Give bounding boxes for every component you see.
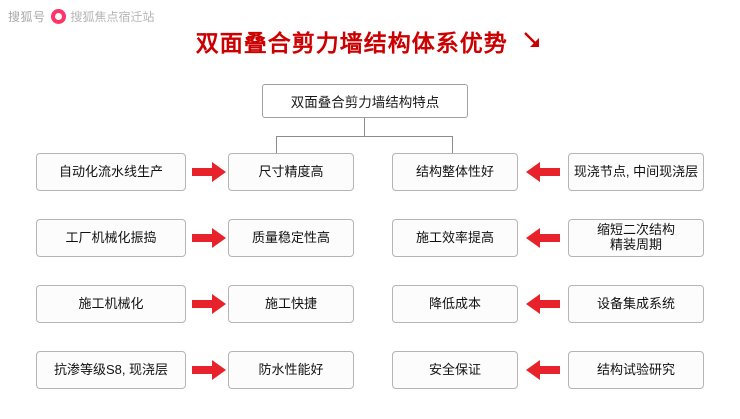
connector-drop-left [276, 136, 277, 153]
node-right-inner-2: 施工效率提高 [392, 219, 518, 257]
connector-horizontal [276, 136, 453, 137]
node-right-outer-1: 现浇节点, 中间现浇层 [568, 153, 704, 191]
connector-stem [364, 118, 365, 136]
node-right-outer-2: 缩短二次结构 精装周期 [568, 219, 704, 257]
page-title-text: 双面叠合剪力墙结构体系优势 [195, 30, 508, 56]
arrow-right-2 [192, 228, 226, 248]
node-left-outer-2: 工厂机械化振捣 [36, 219, 186, 257]
node-left-inner-1: 尺寸精度高 [228, 153, 354, 191]
node-left-inner-3: 施工快捷 [228, 285, 354, 323]
arrow-left-4 [526, 360, 560, 380]
arrow-right-3 [192, 294, 226, 314]
arrow-left-1 [526, 162, 560, 182]
node-right-inner-1: 结构整体性好 [392, 153, 518, 191]
node-left-inner-4: 防水性能好 [228, 351, 354, 389]
node-right-outer-3: 设备集成系统 [568, 285, 704, 323]
watermark-account: 搜狐焦点宿迁站 [70, 10, 155, 24]
watermark-prefix: 搜狐号 [8, 10, 46, 24]
node-left-outer-4: 抗渗等级S8, 现浇层 [36, 351, 186, 389]
node-left-inner-2: 质量稳定性高 [228, 219, 354, 257]
arrow-left-3 [526, 294, 560, 314]
node-left-outer-3: 施工机械化 [36, 285, 186, 323]
arrow-right-1 [192, 162, 226, 182]
node-right-inner-3: 降低成本 [392, 285, 518, 323]
down-right-arrow-icon [522, 30, 544, 57]
page-title: 双面叠合剪力墙结构体系优势 [0, 24, 740, 58]
sohu-logo-icon [50, 9, 66, 24]
node-right-inner-4: 安全保证 [392, 351, 518, 389]
root-node: 双面叠合剪力墙结构特点 [262, 84, 468, 118]
node-right-outer-2-line2: 精装周期 [609, 237, 662, 252]
watermark-bar: 搜狐号 搜狐焦点宿迁站 [8, 8, 155, 25]
node-right-outer-2-line1: 缩短二次结构 [596, 222, 675, 238]
connector-drop-right [452, 136, 453, 153]
arrow-left-2 [526, 228, 560, 248]
arrow-right-4 [192, 360, 226, 380]
node-right-outer-4: 结构试验研究 [568, 351, 704, 389]
node-left-outer-1: 自动化流水线生产 [36, 153, 186, 191]
